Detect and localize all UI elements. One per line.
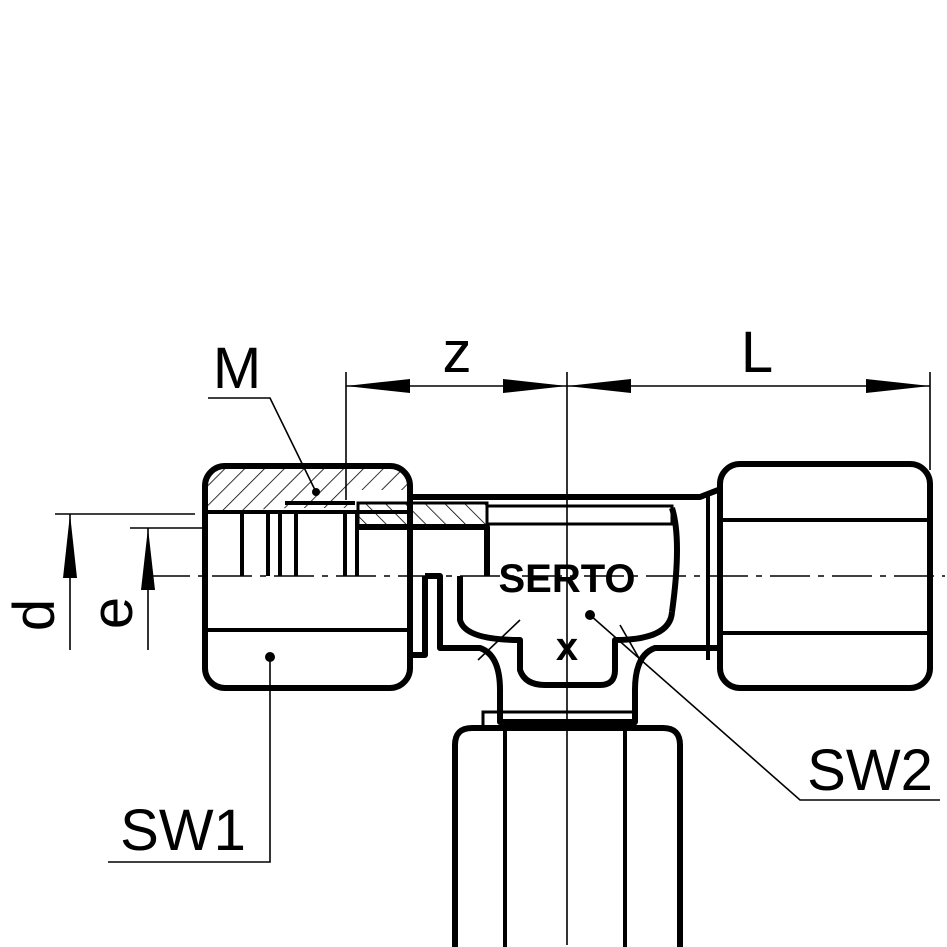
brand-marking: SERTO	[498, 557, 635, 601]
bottom-nut	[452, 725, 683, 947]
label-d: d	[2, 599, 67, 631]
label-z: z	[443, 320, 472, 385]
label-l: L	[741, 320, 773, 385]
label-sw2: SW2	[807, 738, 933, 803]
dimension-z-L	[345, 372, 931, 500]
left-nut-sw1	[202, 463, 413, 691]
leader-m	[208, 397, 317, 493]
dimension-d-e	[55, 513, 205, 650]
label-m: M	[213, 336, 261, 401]
label-e: e	[80, 597, 145, 629]
x-marking: x	[556, 625, 578, 669]
right-nut	[706, 461, 933, 691]
leader-sw1	[108, 657, 271, 863]
label-sw1: SW1	[120, 798, 246, 863]
leader-sw2	[589, 614, 940, 801]
